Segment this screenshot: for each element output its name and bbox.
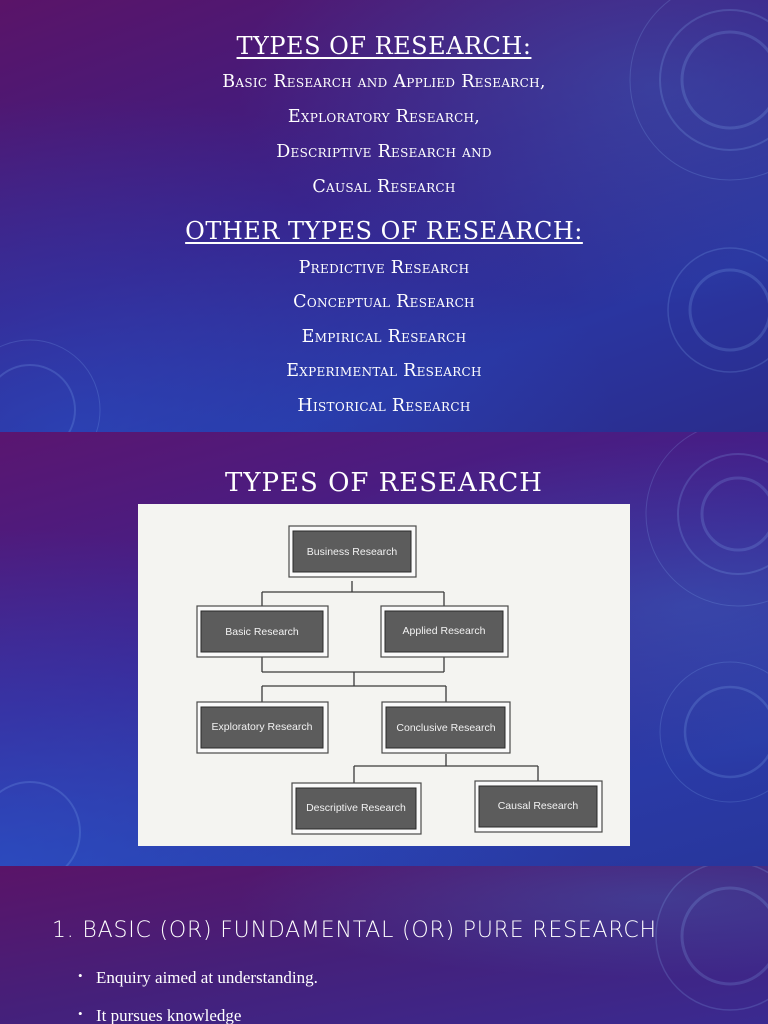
node-business-research: Business Research — [288, 525, 417, 578]
slide1-title: Types of Research: — [236, 32, 532, 60]
node-conclusive-research: Conclusive Research — [381, 701, 511, 754]
slide1-subtitle: Other Types of Research: — [185, 217, 583, 245]
other-research-type-line: Empirical Research — [301, 327, 467, 347]
slide-types-of-research-diagram: Types of Research Business Research Basi… — [0, 432, 768, 866]
node-applied-research: Applied Research — [380, 605, 509, 658]
other-research-type-line: Conceptual Research — [293, 292, 475, 312]
other-research-type-line: Experimental Research — [286, 361, 482, 381]
connector-root-level1 — [261, 581, 445, 606]
research-type-line: Basic Research and Applied Research, — [222, 72, 546, 92]
node-label: Exploratory Research — [212, 721, 313, 733]
node-label: Business Research — [307, 546, 398, 558]
bullet-item: It pursues knowledge — [78, 1006, 318, 1024]
node-label: Causal Research — [498, 800, 579, 812]
node-label: Basic Research — [225, 626, 299, 638]
bullet-item: Enquiry aimed at understanding. — [78, 968, 318, 988]
other-research-type-line: Predictive Research — [298, 258, 470, 278]
node-label: Applied Research — [403, 625, 486, 637]
slide-basic-research: 1. Basic (or) Fundamental (or) Pure Rese… — [0, 866, 768, 1024]
research-type-line: Exploratory Research, — [287, 107, 481, 127]
research-hierarchy-diagram: Business Research Basic Research Applied… — [138, 504, 630, 846]
bullet-list: Enquiry aimed at understanding. It pursu… — [78, 968, 318, 1024]
node-causal-research: Causal Research — [474, 780, 603, 833]
other-research-type-line: Historical Research — [297, 396, 471, 416]
node-basic-research: Basic Research — [196, 605, 329, 658]
slide-types-of-research-list: Types of Research: Basic Research and Ap… — [0, 0, 768, 432]
node-exploratory-research: Exploratory Research — [196, 701, 329, 754]
slide3-heading: 1. Basic (or) Fundamental (or) Pure Rese… — [52, 918, 657, 943]
connector-level2-level3 — [353, 754, 539, 784]
connector-level1-level2 — [261, 657, 447, 702]
node-descriptive-research: Descriptive Research — [291, 782, 422, 835]
research-type-line: Causal Research — [312, 177, 456, 197]
node-label: Conclusive Research — [396, 722, 495, 734]
slide2-title: Types of Research — [225, 468, 543, 498]
research-type-line: Descriptive Research and — [276, 142, 492, 162]
node-label: Descriptive Research — [306, 802, 406, 814]
